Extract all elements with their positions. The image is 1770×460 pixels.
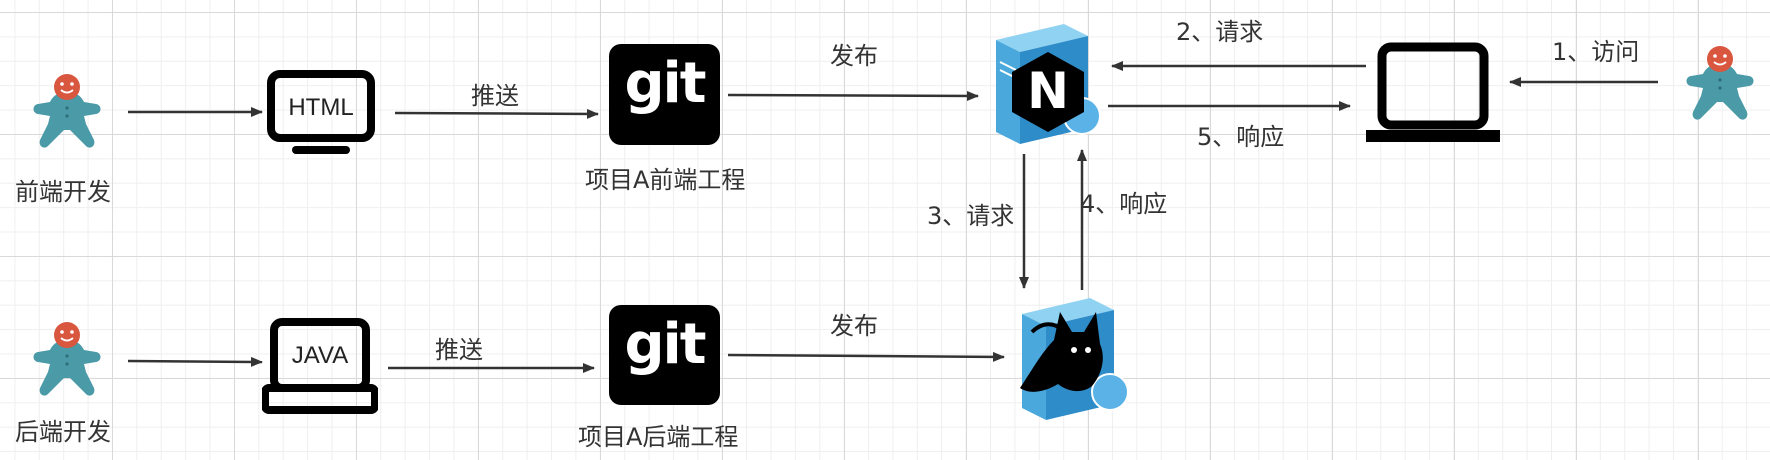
arrow-backend-dev-to-java [127,356,263,367]
step2-label: 2、请求 [1176,18,1264,46]
step3-label: 3、请求 [927,202,1015,230]
frontend-publish-label: 发布 [830,42,878,70]
tomcat-server-icon [1020,298,1129,420]
laptop-icon [1366,42,1500,142]
laptop-icon [261,318,379,414]
step4-label: 4、响应 [1080,190,1168,218]
tomcat-server [1018,292,1129,420]
person-icon [1686,46,1754,120]
client-laptop [1364,42,1502,144]
user-actor [1685,44,1755,124]
git-logo-icon: git [624,312,706,377]
frontend-push-label: 推送 [471,82,519,110]
arrow-backend-publish [727,351,1005,362]
backend-dev-actor [32,320,102,400]
backend-push-label: 推送 [435,336,483,364]
frontend-dev-label: 前端开发 [15,178,111,206]
person-icon [33,74,101,148]
backend-dev-label: 后端开发 [15,418,111,446]
nginx-server: N [992,18,1102,144]
frontend-dev-actor [32,72,102,152]
arrow-frontend-publish [727,90,979,101]
nginx-server-icon: N [996,24,1101,144]
backend-git-repo: git [609,305,720,405]
backend-repo-label: 项目A后端工程 [578,423,739,451]
backend-publish-label: 发布 [830,312,878,340]
monitor-icon [267,70,375,154]
step1-label: 1、访问 [1552,38,1640,66]
git-logo-icon: git [624,51,706,116]
frontend-git-repo: git [609,44,720,145]
arrow-frontend-push [394,108,599,119]
frontend-repo-label: 项目A前端工程 [585,166,746,194]
step5-label: 5、响应 [1197,123,1285,151]
svg-text:N: N [1027,62,1069,120]
java-laptop-text: JAVA [291,342,349,369]
person-icon [33,322,101,396]
html-monitor-text: HTML [288,94,354,121]
html-monitor: HTML [266,70,376,160]
java-laptop: JAVA [261,318,379,416]
